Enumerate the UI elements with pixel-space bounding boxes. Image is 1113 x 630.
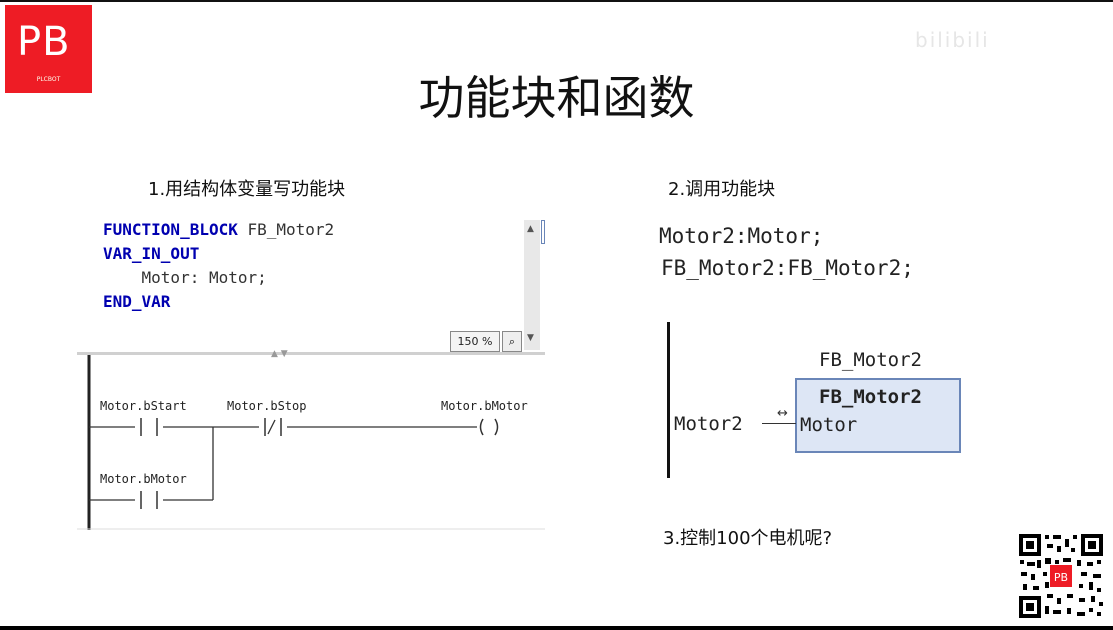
coil-label: Motor.bMotor: [441, 399, 528, 413]
contact-2-slash: [267, 419, 276, 435]
coil-right: [494, 418, 499, 436]
fb-input-wire: [762, 423, 796, 424]
fb-instance-name: FB_Motor2: [819, 349, 922, 371]
zoom-level[interactable]: 150 %: [450, 331, 500, 352]
function-block[interactable]: FB_Motor2 Motor: [795, 378, 961, 453]
section1-heading: 1.用结构体变量写功能块: [148, 179, 346, 200]
code-line-3: Motor: Motor;: [103, 268, 267, 287]
code-line-1: FUNCTION_BLOCK FB_Motor2: [103, 220, 334, 239]
qr-code: PB: [1017, 532, 1105, 620]
editor-edge: [541, 220, 545, 244]
pb-logo: PB PLCBOT: [5, 5, 92, 93]
fbd-power-rail: [667, 322, 670, 478]
declaration-1: Motor2:Motor;: [659, 224, 824, 248]
pane-splitter[interactable]: [77, 352, 545, 355]
contact-3-label: Motor.bMotor: [100, 472, 187, 486]
fb-type-name: FB_Motor2: [819, 386, 922, 408]
declaration-2: FB_Motor2:FB_Motor2;: [661, 256, 914, 280]
contact-1-label: Motor.bStart: [100, 399, 187, 413]
editor-scrollbar[interactable]: ▲ ▼: [524, 220, 540, 350]
section2-heading: 2.调用功能块: [668, 179, 776, 200]
coil-left: [479, 418, 484, 436]
logo-subtext: PLCBOT: [36, 76, 61, 83]
splitter-arrows-icon[interactable]: ▲ ▼: [271, 349, 288, 359]
contact-2-label: Motor.bStop: [227, 399, 307, 413]
kw-function-block: FUNCTION_BLOCK: [103, 220, 238, 239]
code-line-4: END_VAR: [103, 292, 171, 311]
scroll-down-icon[interactable]: ▼: [527, 333, 534, 343]
scroll-up-icon[interactable]: ▲: [527, 224, 534, 234]
top-border: [0, 0, 1113, 2]
code-line-2: VAR_IN_OUT: [103, 244, 200, 263]
zoom-icon[interactable]: ⌕: [502, 331, 522, 352]
section3-heading: 3.控制100个电机呢?: [663, 528, 833, 549]
fb-pin-label: Motor: [800, 414, 858, 436]
bottom-border: [0, 626, 1113, 630]
fb-name: FB_Motor2: [237, 220, 335, 239]
slide-title: 功能块和函数: [418, 71, 695, 125]
bilibili-watermark: bilibili: [915, 28, 990, 52]
logo-text: PB: [17, 19, 71, 65]
ladder-diagram: [77, 355, 545, 530]
qr-center-logo: PB: [1054, 571, 1068, 584]
inout-arrow-icon: ↔: [777, 406, 788, 421]
fb-input-variable: Motor2: [674, 413, 743, 435]
